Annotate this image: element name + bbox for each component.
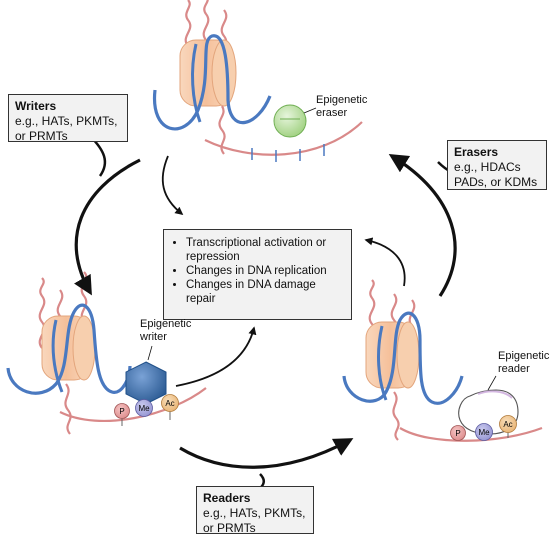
outcomes-box: Transcriptional activation or repression… (163, 229, 352, 320)
reader-label-line-2: reader (498, 363, 530, 375)
chromatin-line-left (59, 387, 207, 423)
mark-me-left (135, 399, 153, 417)
arrow-left-to-outcomes (175, 326, 257, 387)
mark-me-right-label: Me (478, 428, 490, 437)
mark-ac-left-label: Ac (165, 399, 174, 408)
mark-me-right (475, 423, 493, 441)
writers-box: Writers e.g., HATs, PKMTs, or PRMTs (8, 94, 128, 143)
chromatin-line-right (399, 426, 543, 442)
outcome-item-3: Changes in DNA damage repair (186, 278, 345, 306)
readers-box: Readers e.g., HATs, PKMTs, or PRMTs (196, 486, 314, 535)
nucleosome-left: P Me Ac (6, 271, 207, 435)
mark-ac-left (161, 394, 179, 412)
outcome-item-2: Changes in DNA replication (186, 264, 345, 278)
dna-top (152, 34, 272, 131)
mark-p-left (114, 403, 130, 419)
erasers-line-2: PADs, or KDMs (454, 175, 538, 189)
dna-left (6, 303, 132, 395)
mark-ac-right (499, 415, 517, 433)
erasers-line-1: e.g., HDACs (454, 160, 521, 174)
readers-title: Readers (203, 491, 251, 505)
arrow-top-to-outcomes (161, 155, 184, 216)
cycle-arrow-left (74, 158, 141, 296)
erasers-box: Erasers e.g., HDACs PADs, or KDMs (447, 140, 547, 190)
mark-p-right-label: P (455, 429, 460, 438)
epigenetic-eraser-shape (273, 104, 307, 138)
epigenetic-writer-shape (125, 361, 167, 405)
writer-label-line-2: writer (140, 331, 167, 343)
cycle-arrow-right (388, 153, 457, 297)
readers-line-1: e.g., HATs, PKMTs, (203, 506, 306, 520)
writer-label-line-1: Epigenetic (140, 318, 192, 330)
reader-label: Epigenetic reader (498, 350, 549, 376)
readers-line-2: or PRMTs (203, 521, 256, 535)
writers-line-2: or PRMTs (15, 129, 68, 143)
writer-label: Epigenetic writer (140, 318, 191, 344)
reader-label-line-1: Epigenetic (498, 350, 550, 362)
arrow-right-to-outcomes (364, 237, 406, 287)
mark-p-left-label: P (119, 407, 124, 416)
mark-me-left-label: Me (138, 404, 150, 413)
erasers-title: Erasers (454, 145, 499, 159)
outcome-item-1: Transcriptional activation or repression (186, 236, 345, 264)
mark-p-right (450, 425, 466, 441)
eraser-label: Epigenetic eraser (316, 94, 367, 120)
eraser-label-line-1: Epigenetic (316, 94, 368, 106)
outcomes-list: Transcriptional activation or repression… (172, 236, 345, 306)
cycle-arrow-bottom (179, 438, 354, 469)
writers-title: Writers (15, 99, 57, 113)
nucleosome-right: P Me Ac (342, 279, 543, 442)
mark-ac-right-label: Ac (503, 420, 512, 429)
chromatin-line-top (204, 121, 363, 156)
eraser-label-line-2: eraser (316, 107, 348, 119)
writers-line-1: e.g., HATs, PKMTs, (15, 114, 118, 128)
dna-right (342, 311, 464, 405)
nucleosome-top (152, 0, 363, 162)
